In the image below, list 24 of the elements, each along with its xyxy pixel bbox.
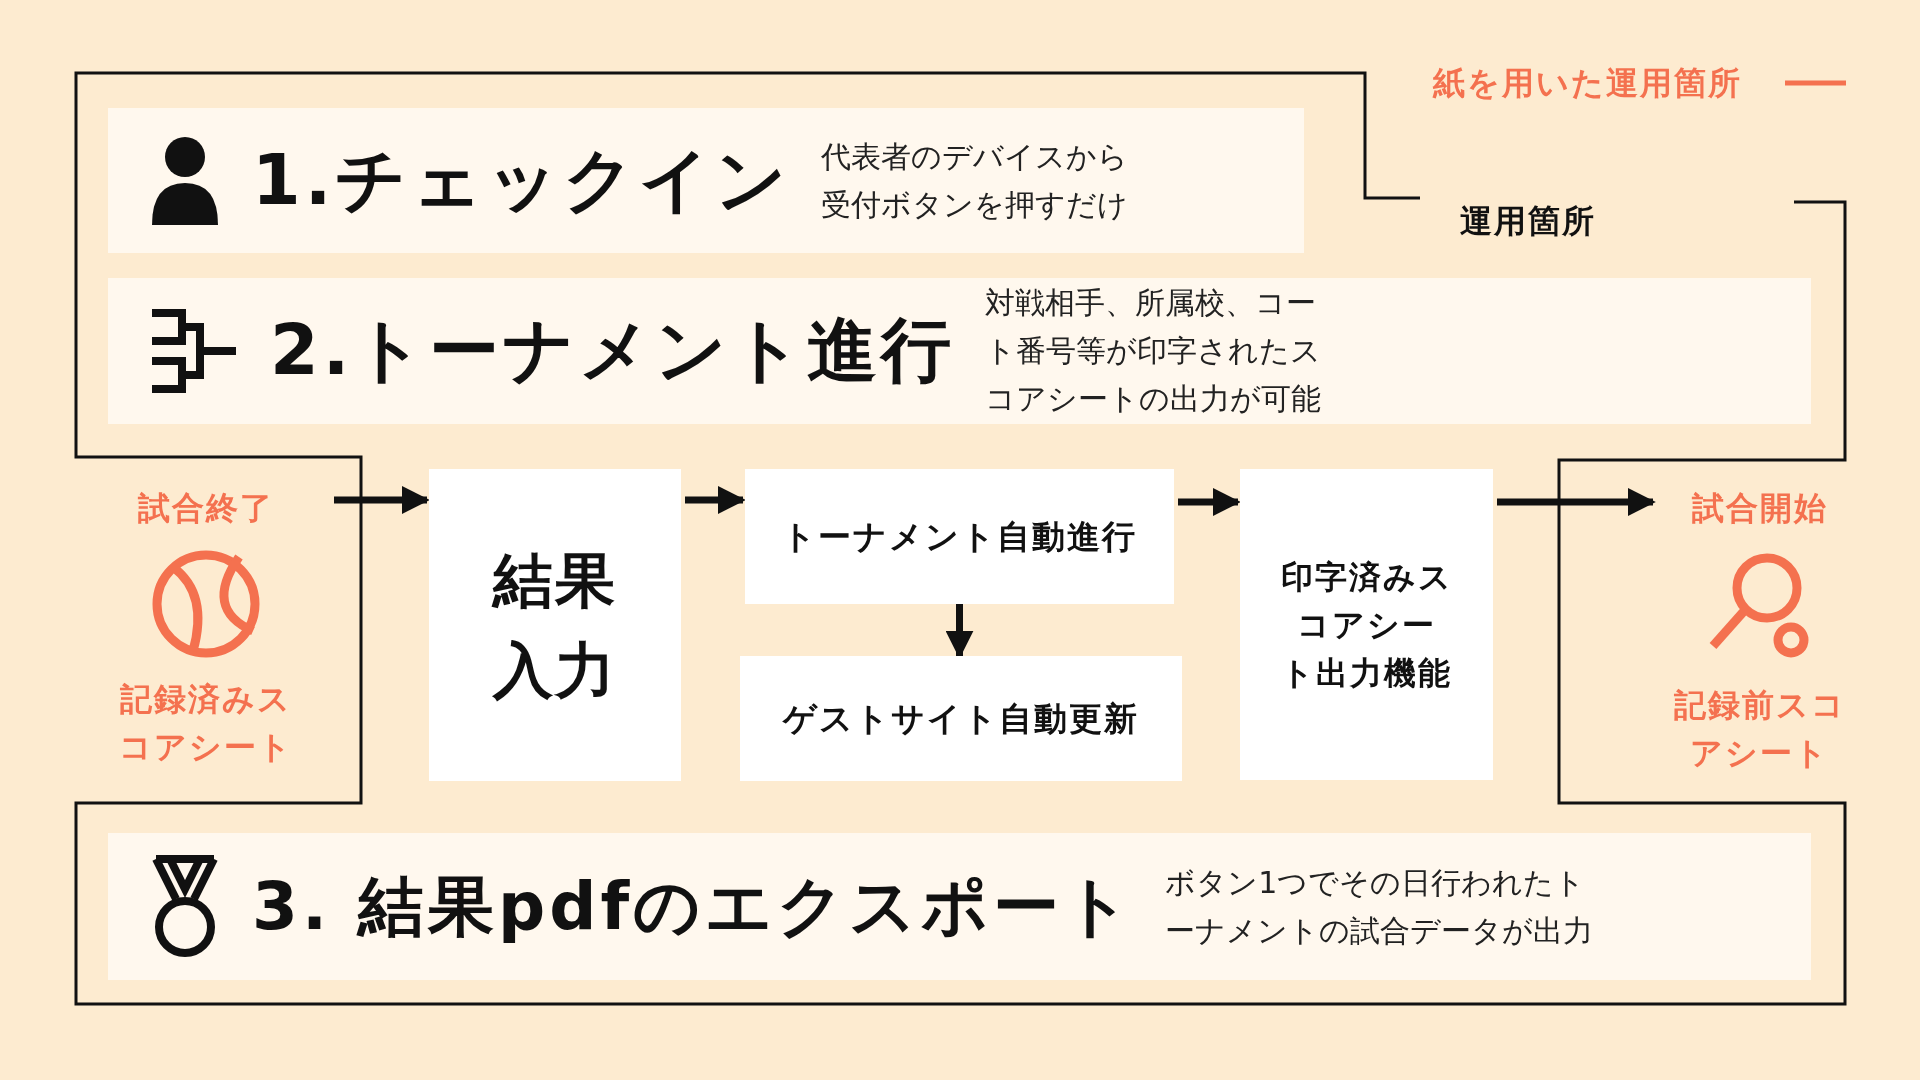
status-label: 記録済みスコアシート bbox=[118, 679, 294, 768]
arrow bbox=[945, 604, 974, 659]
process-label: ゲストサイト自動更新 bbox=[783, 697, 1139, 740]
process-box bbox=[745, 469, 1174, 604]
step-panel bbox=[108, 833, 1811, 980]
process-label: 結果入力 bbox=[490, 544, 618, 707]
step-panel bbox=[108, 108, 1304, 253]
step-description: 対戦相手、所属校、コート番号等が印字されたスコアシートの出力が可能 bbox=[985, 284, 1323, 418]
legend-label: 紙を用いた運用箇所 bbox=[1433, 63, 1742, 104]
step-title: 3. 結果pdfのエクスポート bbox=[252, 866, 1136, 947]
step-description: ボタン1つでその日行われたトーナメントの試合データが出力 bbox=[1165, 863, 1595, 950]
process-label: 印字済みスコアシート出力機能 bbox=[1279, 556, 1454, 694]
process-box bbox=[429, 469, 681, 781]
step-panel bbox=[108, 278, 1811, 424]
process-box bbox=[740, 656, 1182, 781]
step-title: 2.トーナメント進行 bbox=[270, 308, 956, 393]
process-label: トーナメント自動進行 bbox=[782, 515, 1137, 558]
status-label: 記録前スコアシート bbox=[1673, 685, 1847, 774]
process-box bbox=[1240, 469, 1493, 780]
step-description: 代表者のデバイスから受付ボタンを押すだけ bbox=[821, 137, 1130, 224]
status-label: 試合開始 bbox=[1691, 488, 1829, 529]
step-title: 1.チェックイン bbox=[252, 137, 792, 223]
status-label: 試合終了 bbox=[137, 488, 275, 529]
region-label: 運用箇所 bbox=[1460, 201, 1596, 242]
